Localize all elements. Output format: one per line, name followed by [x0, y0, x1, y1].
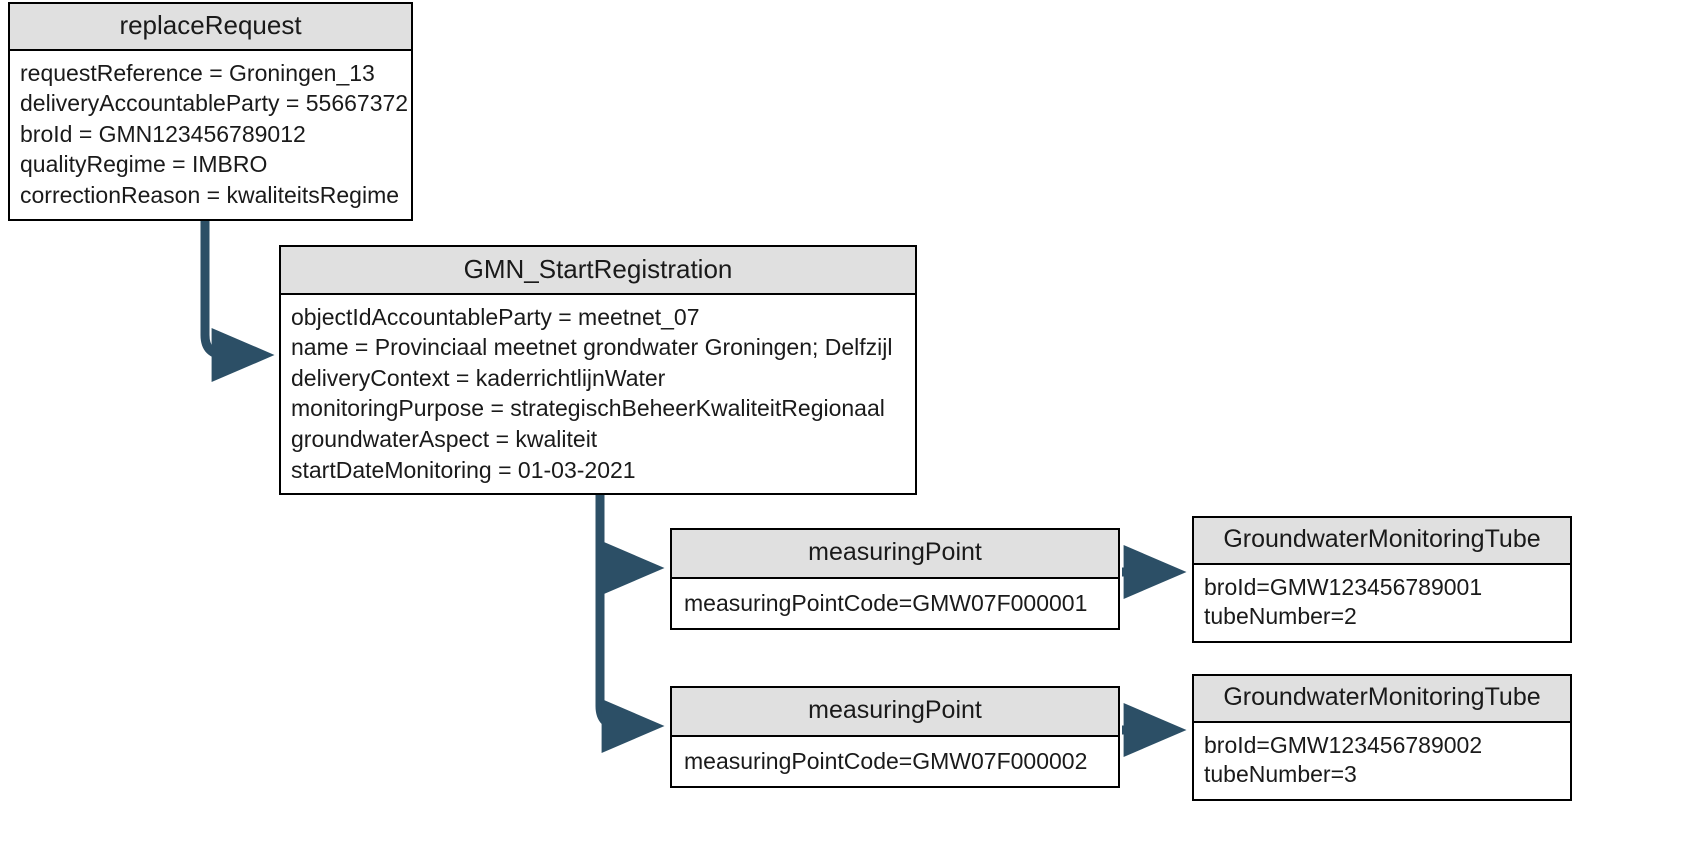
attribute-row: groundwaterAspect = kwaliteit [291, 425, 598, 452]
node-measuring-point-2[interactable]: measuringPoint measuringPointCode=GMW07F… [670, 686, 1120, 789]
attribute-row: broId = GMN123456789012 [20, 120, 306, 147]
node-replace-request-title: replaceRequest [10, 4, 411, 51]
attribute-row: requestReference = Groningen_13 [20, 59, 375, 86]
attribute-row: deliveryContext = kaderrichtlijnWater [291, 364, 666, 391]
node-start-registration[interactable]: GMN_StartRegistration objectIdAccountabl… [279, 245, 917, 496]
connector-replace-request-to-start-registration [200, 200, 275, 382]
node-groundwater-monitoring-tube-2-title: GroundwaterMonitoringTube [1194, 676, 1570, 723]
node-measuring-point-1[interactable]: measuringPoint measuringPointCode=GMW07F… [670, 528, 1120, 631]
attribute-row: objectIdAccountableParty = meetnet_07 [291, 303, 700, 330]
attribute-row: monitoringPurpose = strategischBeheerKwa… [291, 395, 885, 422]
node-replace-request[interactable]: replaceRequest requestReference = Gronin… [8, 2, 413, 221]
node-groundwater-monitoring-tube-1-title: GroundwaterMonitoringTube [1194, 518, 1570, 565]
node-start-registration-title: GMN_StartRegistration [281, 247, 915, 295]
node-measuring-point-1-title: measuringPoint [672, 530, 1118, 579]
node-groundwater-monitoring-tube-1-attributes: broId=GMW123456789001 tubeNumber=2 [1194, 564, 1570, 642]
node-measuring-point-1-attributes: measuringPointCode=GMW07F000001 [672, 578, 1118, 629]
attribute-row: tubeNumber=3 [1204, 761, 1357, 788]
node-groundwater-monitoring-tube-2[interactable]: GroundwaterMonitoringTube broId=GMW12345… [1192, 674, 1572, 802]
attribute-row: broId=GMW123456789002 [1204, 731, 1483, 758]
node-replace-request-attributes: requestReference = Groningen_13 delivery… [10, 50, 411, 219]
attribute-row: measuringPointCode=GMW07F000002 [684, 747, 1088, 774]
node-groundwater-monitoring-tube-2-attributes: broId=GMW123456789002 tubeNumber=3 [1194, 722, 1570, 800]
attribute-row: tubeNumber=2 [1204, 603, 1357, 630]
attribute-row: broId=GMW123456789001 [1204, 573, 1483, 600]
attribute-row: qualityRegime = IMBRO [20, 151, 268, 178]
connector-start-registration-to-measuring-point-2 [595, 470, 665, 753]
node-measuring-point-2-title: measuringPoint [672, 688, 1118, 737]
node-start-registration-attributes: objectIdAccountableParty = meetnet_07 na… [281, 294, 915, 494]
node-groundwater-monitoring-tube-1[interactable]: GroundwaterMonitoringTube broId=GMW12345… [1192, 516, 1572, 644]
attribute-row: deliveryAccountableParty = 55667372 [20, 90, 409, 117]
attribute-row: name = Provinciaal meetnet grondwater Gr… [291, 334, 893, 361]
attribute-row: startDateMonitoring = 01-03-2021 [291, 456, 636, 483]
node-measuring-point-2-attributes: measuringPointCode=GMW07F000002 [672, 736, 1118, 787]
attribute-row: measuringPointCode=GMW07F000001 [684, 589, 1088, 616]
attribute-row: correctionReason = kwaliteitsRegime [20, 181, 400, 208]
